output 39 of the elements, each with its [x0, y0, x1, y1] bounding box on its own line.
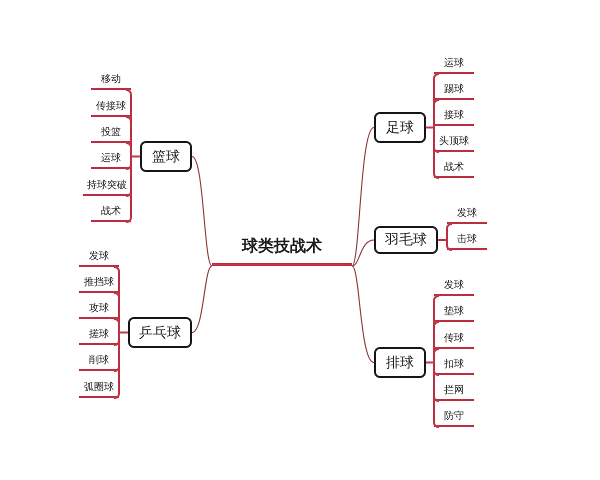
subtopic-label: 搓球 — [79, 325, 119, 345]
subtopic-label: 传球 — [434, 329, 474, 349]
subtopic-label: 战术 — [91, 202, 131, 222]
subtopic-label: 接球 — [434, 106, 474, 126]
connector-line — [352, 127, 374, 266]
connector-line — [192, 156, 212, 266]
subtopic-label: 垫球 — [434, 302, 474, 322]
connector-line — [438, 239, 452, 251]
central-topic: 球类技战术 — [212, 226, 352, 266]
subtopic-label: 踢球 — [434, 80, 474, 100]
subtopic-label: 运球 — [91, 149, 131, 169]
subtopic-label: 发球 — [434, 276, 474, 296]
topic-box: 足球 — [374, 112, 426, 143]
topic-box: 乒乓球 — [128, 317, 192, 348]
topic-box: 排球 — [374, 347, 426, 378]
subtopic-label: 防守 — [434, 407, 474, 427]
topic-box: 羽毛球 — [374, 226, 438, 254]
connector-line — [352, 239, 374, 267]
subtopic-label: 移动 — [91, 70, 131, 90]
subtopic-label: 拦网 — [434, 381, 474, 401]
subtopic-label: 传接球 — [91, 97, 131, 117]
subtopic-label: 弧圈球 — [79, 378, 119, 398]
subtopic-label: 发球 — [447, 204, 487, 224]
subtopic-label: 发球 — [79, 247, 119, 267]
subtopic-label: 投篮 — [91, 123, 131, 143]
connector-line — [192, 266, 212, 334]
subtopic-label: 削球 — [79, 351, 119, 371]
subtopic-label: 推挡球 — [79, 273, 119, 293]
connector-line — [114, 332, 128, 399]
topic-box: 篮球 — [140, 141, 192, 172]
connector-line — [126, 156, 140, 223]
subtopic-label: 头顶球 — [434, 132, 474, 152]
connector-line — [352, 266, 374, 364]
subtopic-label: 击球 — [447, 230, 487, 250]
subtopic-label: 扣球 — [434, 355, 474, 375]
subtopic-label: 持球突破 — [83, 176, 131, 196]
subtopic-label: 攻球 — [79, 299, 119, 319]
subtopic-label: 运球 — [434, 54, 474, 74]
subtopic-label: 战术 — [434, 158, 474, 178]
